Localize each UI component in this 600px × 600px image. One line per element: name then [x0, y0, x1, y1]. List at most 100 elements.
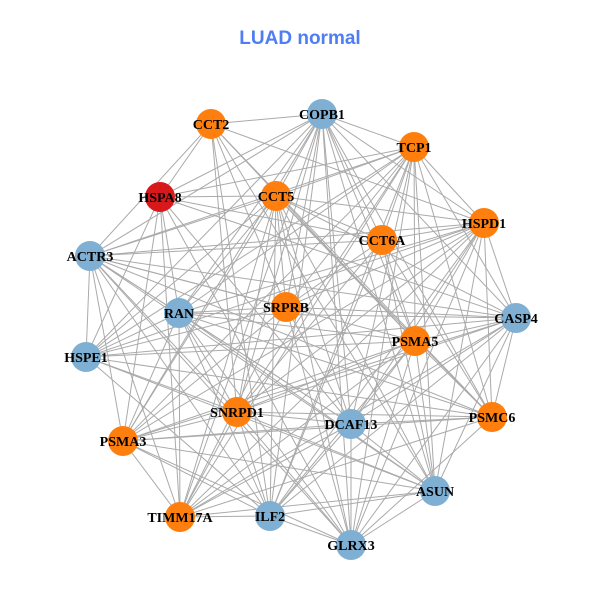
node-circle — [222, 397, 252, 427]
node-circle — [261, 181, 291, 211]
edge — [122, 146, 415, 442]
node-circle — [145, 182, 175, 212]
node-label: HSPD1 — [462, 217, 506, 232]
node-srprb[interactable]: SRPRB — [263, 292, 309, 322]
edge — [178, 312, 436, 492]
edge — [381, 222, 485, 241]
edge — [413, 146, 517, 319]
node-label: ASUN — [416, 485, 454, 500]
edge — [350, 423, 436, 492]
edge — [179, 416, 493, 518]
node-cct2[interactable]: CCT2 — [193, 109, 230, 139]
edge — [89, 255, 352, 546]
edge — [85, 222, 485, 358]
edge — [178, 312, 493, 418]
node-snrpd1[interactable]: SNRPD1 — [210, 397, 264, 427]
edge — [381, 146, 415, 241]
node-hspa8[interactable]: HSPA8 — [138, 182, 182, 212]
edge — [85, 255, 91, 358]
node-label: TIMM17A — [147, 511, 213, 526]
node-glrx3[interactable]: GLRX3 — [327, 530, 375, 560]
edge — [491, 317, 517, 418]
edge — [122, 312, 180, 442]
edge — [285, 239, 383, 308]
node-label: GLRX3 — [327, 539, 374, 554]
edge — [236, 411, 436, 492]
edge — [178, 222, 485, 314]
edge — [178, 146, 415, 314]
node-casp4[interactable]: CASP4 — [494, 303, 538, 333]
node-hspe1[interactable]: HSPE1 — [64, 342, 108, 372]
node-asun[interactable]: ASUN — [416, 476, 454, 506]
node-label: DCAF13 — [325, 418, 378, 433]
edge — [159, 196, 180, 314]
edge — [85, 340, 416, 358]
node-actr3[interactable]: ACTR3 — [67, 241, 114, 271]
node-label: CCT5 — [258, 190, 295, 205]
edge — [275, 195, 287, 308]
edge — [413, 146, 485, 224]
node-cct5[interactable]: CCT5 — [258, 181, 295, 211]
edge — [159, 195, 277, 198]
node-circle — [336, 530, 366, 560]
edge — [122, 113, 323, 442]
edge — [89, 255, 416, 342]
edge — [122, 440, 271, 517]
node-label: PSMC6 — [469, 411, 516, 426]
node-label: CASP4 — [494, 312, 538, 327]
node-tcp1[interactable]: TCP1 — [397, 132, 432, 162]
node-label: SNRPD1 — [210, 406, 264, 421]
node-label: COPB1 — [299, 108, 345, 123]
edge — [210, 123, 238, 413]
node-label: CCT6A — [359, 234, 407, 249]
edge — [350, 317, 517, 425]
edge — [350, 317, 517, 546]
edge — [350, 222, 485, 546]
node-circle — [501, 303, 531, 333]
edge — [179, 423, 352, 518]
edge — [321, 113, 415, 148]
edge — [178, 312, 181, 518]
edge — [285, 306, 517, 319]
edge — [89, 255, 493, 418]
node-ran[interactable]: RAN — [164, 298, 194, 328]
edge — [178, 312, 352, 546]
node-label: TCP1 — [397, 141, 432, 156]
node-psma5[interactable]: PSMA5 — [392, 326, 439, 356]
edge — [89, 195, 277, 257]
edge — [236, 195, 277, 413]
edge — [85, 317, 517, 358]
node-circle — [400, 326, 430, 356]
node-psmc6[interactable]: PSMC6 — [469, 402, 516, 432]
edge — [85, 195, 277, 358]
node-hspd1[interactable]: HSPD1 — [462, 208, 506, 238]
edge — [122, 440, 352, 546]
edge — [236, 340, 416, 413]
node-label: RAN — [164, 307, 194, 322]
edge — [159, 146, 415, 198]
edge — [210, 123, 436, 492]
edge — [236, 239, 383, 413]
edge — [381, 239, 436, 492]
edge — [178, 312, 517, 319]
edge — [275, 195, 485, 224]
node-copb1[interactable]: COPB1 — [299, 99, 345, 129]
node-circle — [336, 409, 366, 439]
node-circle — [367, 225, 397, 255]
node-ilf2[interactable]: ILF2 — [255, 501, 285, 531]
node-timm17a[interactable]: TIMM17A — [147, 502, 214, 532]
node-circle — [108, 426, 138, 456]
edge — [434, 222, 485, 492]
edge — [414, 317, 517, 342]
node-dcaf13[interactable]: DCAF13 — [325, 409, 378, 439]
node-psma3[interactable]: PSMA3 — [100, 426, 147, 456]
edge — [179, 411, 238, 518]
edge — [210, 123, 493, 418]
edge — [85, 113, 323, 358]
edge — [269, 317, 517, 517]
node-cct6a[interactable]: CCT6A — [359, 225, 407, 255]
edge — [381, 239, 416, 342]
edge — [381, 239, 493, 418]
